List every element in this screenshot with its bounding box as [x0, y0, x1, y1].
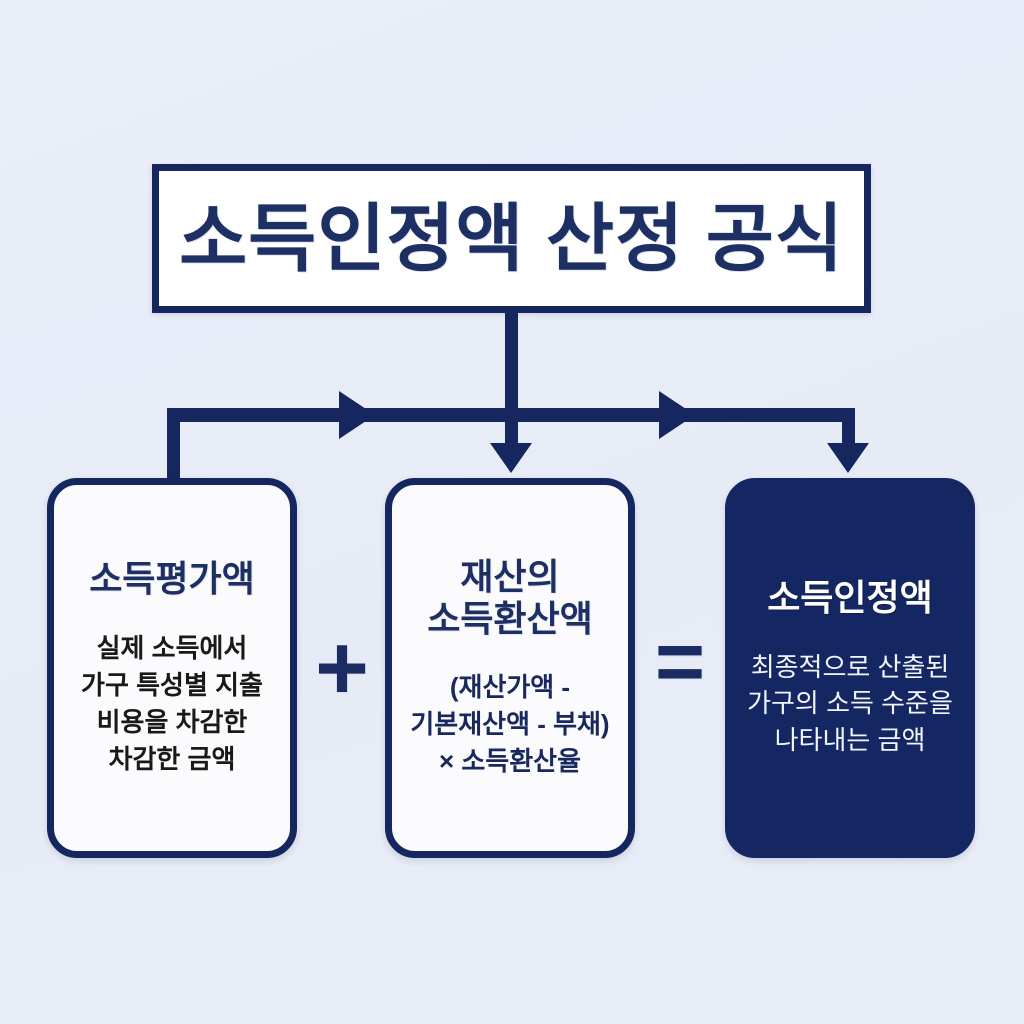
box-body-line: 최종적으로 산출된 [750, 651, 950, 682]
connector-drop-right [842, 408, 855, 446]
box-heading-asset-conversion: 재산의 소득환산액 [427, 556, 593, 640]
box-body-asset-conversion: (재산가액 - 기본재산액 - 부채) × 소득환산율 [410, 669, 609, 780]
box-heading-line: 소득환산액 [427, 597, 593, 639]
concept-box-income-evaluation: 소득평가액 실제 소득에서 가구 특성별 지출 비용을 차감한 차감한 금액 [47, 478, 297, 858]
box-heading-income-evaluation: 소득평가액 [89, 558, 255, 600]
connector-drop-left [167, 408, 180, 480]
arrow-down-icon-center [490, 443, 532, 473]
box-heading-line: 소득인정액 [767, 576, 933, 618]
connector-title-stem [505, 313, 518, 415]
box-body-line: 차감한 금액 [108, 743, 236, 774]
box-body-line: × 소득환산율 [438, 746, 581, 777]
title-banner: 소득인정액 산정 공식 [152, 164, 871, 313]
box-body-line: (재산가액 - [449, 672, 571, 703]
concept-box-recognized-income: 소득인정액 최종적으로 산출된 가구의 소득 수준을 나타내는 금액 [725, 478, 975, 858]
box-body-line: 나타내는 금액 [774, 725, 926, 756]
box-body-line: 가구의 소득 수준을 [747, 688, 953, 719]
box-heading-recognized-income: 소득인정액 [767, 577, 933, 619]
box-heading-line: 소득평가액 [89, 558, 255, 600]
box-body-recognized-income: 최종적으로 산출된 가구의 소득 수준을 나타내는 금액 [747, 649, 953, 760]
box-body-line: 기본재산액 - 부채) [410, 709, 610, 740]
arrow-right-icon-1 [339, 391, 375, 439]
box-body-income-evaluation: 실제 소득에서 가구 특성별 지출 비용을 차감한 차감한 금액 [81, 630, 263, 778]
page-title: 소득인정액 산정 공식 [179, 196, 844, 280]
box-heading-line: 재산의 [460, 555, 560, 597]
connector-drop-center [505, 408, 518, 446]
concept-box-asset-conversion: 재산의 소득환산액 (재산가액 - 기본재산액 - 부채) × 소득환산율 [385, 478, 635, 858]
box-body-line: 가구 특성별 지출 [81, 669, 263, 700]
operator-plus: + [315, 617, 369, 719]
operator-equals: = [654, 614, 706, 710]
arrow-down-icon-right [827, 443, 869, 473]
arrow-right-icon-2 [659, 391, 695, 439]
box-body-line: 실제 소득에서 [96, 633, 248, 664]
box-body-line: 비용을 차감한 [96, 706, 248, 737]
